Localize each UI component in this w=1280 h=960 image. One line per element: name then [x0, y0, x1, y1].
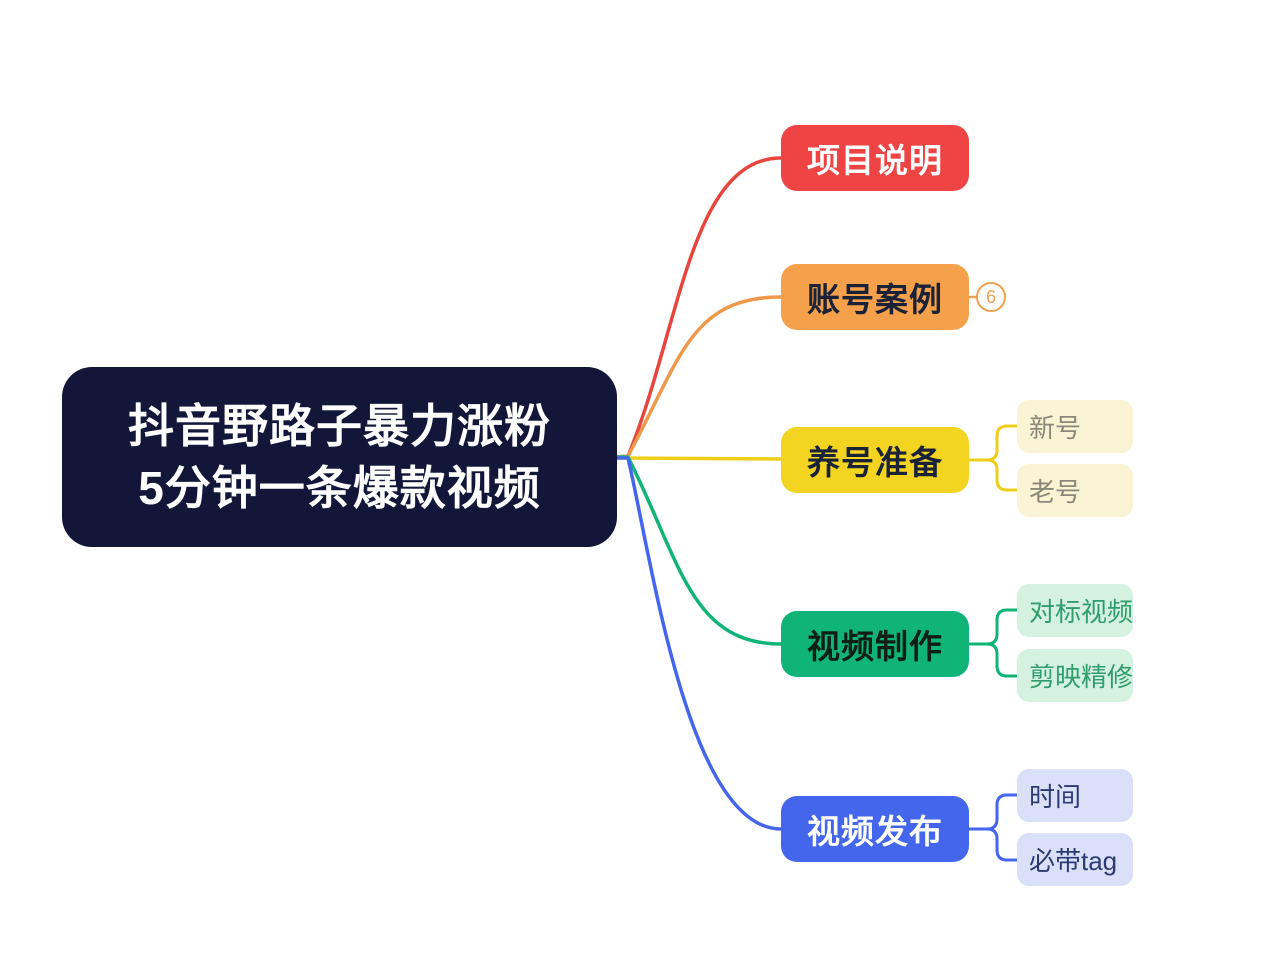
- child-label: 必带tag: [1029, 846, 1118, 876]
- branch-label: 账号案例: [807, 281, 943, 318]
- branch-account-examples[interactable]: 账号案例: [781, 264, 969, 330]
- child-line-required-tag: [967, 827, 1019, 862]
- root-title-line1: 抖音野路子暴力涨粉: [128, 400, 551, 452]
- branch-line-account-warmup: [615, 456, 783, 461]
- root-node[interactable]: 抖音野路子暴力涨粉 5分钟一条爆款视频: [62, 367, 617, 547]
- branch-label: 视频发布: [807, 813, 943, 850]
- child-label: 时间: [1029, 782, 1082, 812]
- branch-line-video-production: [615, 455, 783, 646]
- branch-label: 视频制作: [807, 628, 943, 665]
- branch-video-production[interactable]: 视频制作: [781, 611, 969, 677]
- branch-project-description[interactable]: 项目说明: [781, 125, 969, 191]
- branch-line-account-examples: [615, 295, 783, 459]
- child-label: 剪映精修: [1029, 662, 1134, 692]
- child-line-benchmark-videos: [967, 608, 1019, 646]
- child-line-capcut-editing: [967, 642, 1019, 678]
- child-post-time[interactable]: 时间: [1017, 769, 1133, 822]
- root-title-line2: 5分钟一条爆款视频: [138, 462, 541, 514]
- child-new-account[interactable]: 新号: [1017, 400, 1133, 453]
- collapsed-children-count-badge[interactable]: 6: [976, 282, 1006, 312]
- branch-line-video-publish: [615, 456, 783, 831]
- child-capcut-editing[interactable]: 剪映精修: [1017, 649, 1133, 702]
- branch-line-project-description: [615, 156, 783, 459]
- child-line-old-account: [967, 458, 1019, 492]
- branch-label: 项目说明: [807, 142, 943, 179]
- child-line-post-time: [967, 793, 1019, 831]
- branch-video-publish[interactable]: 视频发布: [781, 796, 969, 862]
- child-benchmark-videos[interactable]: 对标视频: [1017, 584, 1133, 637]
- branch-account-warmup[interactable]: 养号准备: [781, 427, 969, 493]
- child-required-tag[interactable]: 必带tag: [1017, 833, 1133, 886]
- child-line-new-account: [967, 424, 1019, 462]
- branch-label: 养号准备: [807, 444, 943, 481]
- child-label: 对标视频: [1029, 597, 1134, 627]
- child-label: 新号: [1029, 413, 1082, 443]
- badge-count: 6: [985, 287, 996, 307]
- child-old-account[interactable]: 老号: [1017, 464, 1133, 517]
- child-label: 老号: [1029, 477, 1082, 507]
